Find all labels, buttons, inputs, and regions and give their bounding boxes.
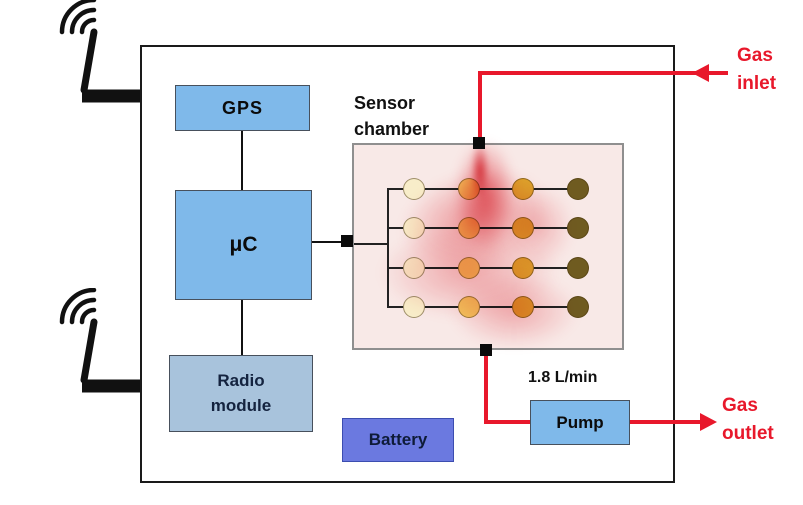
gas-inlet-label: Gas inlet [737,45,777,94]
sensor-dot [512,178,535,200]
gas-inlet-pipe-horizontal [478,71,728,75]
gas-outlet-pipe-from-pump [628,420,704,424]
sensor-dot [512,295,535,318]
gas-outlet-pipe-vertical [484,348,488,424]
sensor-dot [403,178,425,200]
sensor-row-wire [387,266,583,269]
sensor-chamber-label: Sensor chamber [354,93,430,140]
sensor-dot [457,295,480,318]
gas-inlet-arrow-icon [692,64,709,82]
pump-flow-rate-label: 1.8 L/min [528,369,598,386]
antenna-top-icon [59,0,140,103]
sensor-dot [457,217,480,240]
sensor-chamber [352,139,624,350]
inlet-port-connector [473,137,485,149]
sensor-array [354,145,622,348]
sensor-dot [512,217,535,240]
microcontroller-block: μC [175,190,312,300]
wire-uc-to-radio [241,300,243,356]
battery-label: Battery [368,430,428,449]
gps-label: GPS [221,97,263,118]
pump-block: Pump [530,400,630,445]
sensor-dot [457,256,480,279]
battery-block: Battery [342,418,454,462]
wire-uc-to-chamber [312,241,353,243]
sensor-dot [567,217,589,240]
sensor-dot [403,295,425,318]
sensor-dot [512,256,535,279]
gas-outlet-arrow-icon [700,413,717,431]
gps-block: GPS [175,85,310,131]
uc-port-connector [341,235,353,247]
sensor-dot [567,256,589,279]
radio-module-block: Radio module [169,355,313,432]
pump-label: Pump [556,412,604,432]
gas-outlet-pipe-to-pump [484,420,534,424]
sensor-dot [403,256,425,279]
sensor-row-wire [387,305,583,308]
sensor-dot [567,178,589,200]
sensor-bus-wire [387,188,389,308]
sensor-dot [457,178,480,200]
outlet-port-connector [480,344,492,356]
microcontroller-label: μC [229,233,258,256]
gas-outlet-label: Gas outlet [722,395,774,444]
sensor-dot [567,295,589,318]
sensor-dot [403,217,425,240]
radio-module-label: Radio module [210,370,272,415]
wire-gps-to-uc [241,131,243,191]
antenna-bottom-icon [59,288,140,393]
sensor-entry-wire [354,243,388,245]
gas-inlet-pipe-vertical [478,71,482,145]
